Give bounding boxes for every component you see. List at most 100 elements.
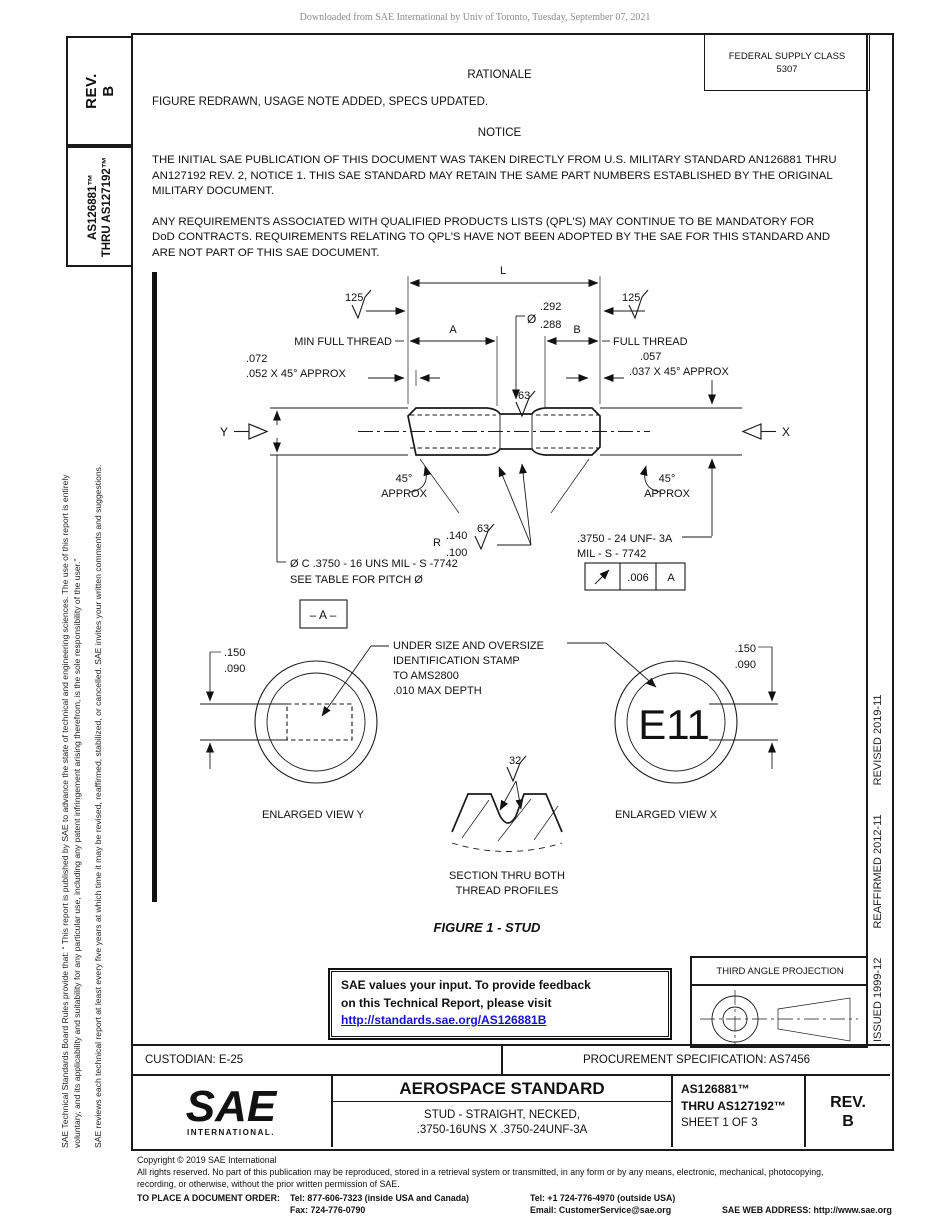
view-y-caption: ENLARGED VIEW Y	[262, 809, 365, 821]
legal-paragraph-2: SAE reviews each technical report at lea…	[93, 288, 105, 1148]
doc-box-text: AS126881™ THRU AS127192™	[86, 156, 114, 257]
order-label: TO PLACE A DOCUMENT ORDER:	[137, 1193, 280, 1203]
angle-45-left: 45°	[396, 473, 413, 485]
view-x-arrowhead	[741, 423, 762, 440]
rev-label: REV.	[82, 73, 100, 109]
stamp-note-line1: UNDER SIZE AND OVERSIZE	[393, 640, 544, 652]
angle-45-right-approx: APPROX	[644, 488, 691, 500]
revision-change-bar	[152, 272, 157, 902]
neck-dia-lower: .288	[540, 319, 561, 331]
top-dimensions: L 125 125 Ø .292 .288 A B MIN FULL THREA…	[246, 265, 729, 538]
finish-125-left: 125	[345, 292, 363, 304]
finish-32: 32	[509, 755, 521, 767]
page-border	[131, 33, 894, 1151]
view-direction-arrows: Y X	[220, 423, 790, 440]
title-cell: AEROSPACE STANDARD STUD - STRAIGHT, NECK…	[331, 1076, 673, 1147]
thread-left-callout-1: Ø C .3750 - 16 UNS MIL - S -7742	[290, 558, 458, 570]
rev-box-text: REV. B	[83, 73, 117, 109]
document-type-title: AEROSPACE STANDARD	[333, 1076, 671, 1102]
radius-upper: .140	[446, 530, 467, 542]
reaffirmed-date: REAFFIRMED 2012-11	[872, 814, 884, 929]
sae-logo: SAE INTERNATIONAL.	[131, 1076, 331, 1147]
issued-date: ISSUED 1999-12	[872, 957, 884, 1042]
notice-paragraph-1: THE INITIAL SAE PUBLICATION OF THIS DOCU…	[152, 154, 837, 197]
download-watermark: Downloaded from SAE International by Uni…	[299, 12, 651, 23]
axis-y-label: Y	[220, 425, 228, 439]
dim-a-label: A	[449, 324, 457, 336]
legal-paragraph-1: SAE Technical Standards Board Rules prov…	[60, 288, 83, 1148]
finish-125-right: 125	[622, 292, 640, 304]
fcf-datum-ref: A	[667, 572, 675, 584]
third-angle-projection-icon	[700, 990, 858, 1045]
custodian-cell: CUSTODIAN: E-25	[131, 1046, 503, 1074]
fcf-tolerance: .006	[627, 572, 648, 584]
finish-63-top: 63	[518, 390, 530, 402]
radius-letter: R	[433, 537, 441, 549]
stamp-dim-upper-x: .150	[735, 643, 756, 655]
feature-control-frame: .006 A	[584, 562, 686, 591]
notice-title: NOTICE	[477, 127, 522, 139]
doc-number-line2: THRU AS127192™	[681, 1099, 786, 1113]
radius-lower: .100	[446, 547, 467, 559]
feedback-link[interactable]: http://standards.sae.org/AS126881B	[341, 1013, 547, 1027]
document-number-cell: AS126881™ THRU AS127192™ SHEET 1 OF 3	[673, 1076, 806, 1147]
thread-right-callout-1: .3750 - 24 UNF- 3A	[577, 533, 673, 545]
custodian-row: CUSTODIAN: E-25 PROCUREMENT SPECIFICATIO…	[131, 1044, 890, 1076]
part-subtitle-2: .3750-16UNS X .3750-24UNF-3A	[416, 1124, 588, 1136]
datum-a-flag: – A –	[310, 608, 337, 622]
angle-45-left-approx: APPROX	[381, 488, 428, 500]
order-email: Email: CustomerService@sae.org	[530, 1205, 672, 1215]
runout-symbol-icon	[594, 569, 610, 585]
feedback-box: SAE values your input. To provide feedba…	[328, 968, 672, 1040]
doc-number-2: THRU AS127192™	[100, 156, 113, 257]
fsc-label: FEDERAL SUPPLY CLASS	[728, 50, 846, 62]
section-caption-line1: SECTION THRU BOTH	[449, 870, 565, 882]
stamp-dim-lower-y: .090	[224, 663, 245, 675]
length-dim-label: L	[500, 265, 506, 277]
rev-cell: REV. B	[806, 1076, 890, 1147]
enlarged-view-x: E11 .150 .090 ENLARGED VIEW X	[567, 642, 778, 821]
sae-logo-icon: SAE INTERNATIONAL.	[186, 1082, 278, 1137]
notice-body: THE INITIAL SAE PUBLICATION OF THIS DOCU…	[152, 153, 840, 276]
third-angle-projection-box: THIRD ANGLE PROJECTION	[690, 956, 868, 1048]
federal-supply-class-box: FEDERAL SUPPLY CLASS 5307	[704, 35, 870, 91]
chamfer-right-upper: .057	[640, 351, 661, 363]
sae-web-address: SAE WEB ADDRESS: http://www.sae.org	[722, 1205, 892, 1215]
rights-line1: All rights reserved. No part of this pub…	[137, 1167, 824, 1177]
rev-cell-label: REV.	[830, 1093, 866, 1111]
order-fax: Fax: 724-776-0790	[290, 1205, 366, 1215]
figure-caption: FIGURE 1 - STUD	[434, 920, 542, 935]
part-subtitle-1: STUD - STRAIGHT, NECKED,	[424, 1109, 580, 1121]
copyright-line: Copyright © 2019 SAE International	[137, 1155, 277, 1165]
revised-date: REVISED 2019-11	[872, 694, 884, 786]
thread-right-callout-2: MIL - S - 7742	[577, 548, 646, 560]
rev-value: B	[99, 85, 117, 97]
notice-paragraph-2: ANY REQUIREMENTS ASSOCIATED WITH QUALIFI…	[152, 215, 831, 259]
stamp-note-line4: .010 MAX DEPTH	[393, 685, 482, 697]
legal-p1-line2: voluntary, and its applicability and sui…	[71, 558, 82, 1148]
stamp-dim-lower-x: .090	[735, 659, 756, 671]
document-number-box: AS126881™ THRU AS127192™	[66, 146, 133, 267]
stamp-dim-upper-y: .150	[224, 647, 245, 659]
stamp-note-line2: IDENTIFICATION STAMP	[393, 655, 520, 667]
feedback-box-inner: SAE values your input. To provide feedba…	[331, 971, 669, 1037]
finish-63-radius: 63	[477, 523, 489, 535]
neck-dia-sign: Ø	[527, 312, 536, 326]
full-thread-label: FULL THREAD	[613, 336, 688, 348]
stamp-area-outline	[286, 703, 353, 741]
chamfer-left-lower: .052 X 45° APPROX	[246, 368, 346, 380]
order-tel-2: Tel: +1 724-776-4970 (outside USA)	[530, 1193, 676, 1203]
bottom-dimensions: Ø C .3750 - 16 UNS MIL - S -7742 SEE TAB…	[273, 410, 691, 629]
thread-section-view: 32 SECTION THRU BOTH THREAD PROFILES	[449, 755, 565, 897]
rationale-text: FIGURE REDRAWN, USAGE NOTE ADDED, SPECS …	[152, 96, 489, 108]
min-full-thread-label: MIN FULL THREAD	[294, 336, 392, 348]
feedback-line1: SAE values your input. To provide feedba…	[341, 978, 591, 992]
identification-stamp-e11: E11	[638, 701, 710, 748]
procurement-cell: PROCUREMENT SPECIFICATION: AS7456	[582, 1054, 811, 1066]
rev-cell-value: B	[842, 1112, 854, 1130]
section-caption-line2: THREAD PROFILES	[456, 885, 559, 897]
view-y-arrowhead	[248, 423, 269, 440]
revision-history-strip: ISSUED 1999-12 REAFFIRMED 2012-11 REVISE…	[872, 572, 884, 1042]
dim-b-label: B	[573, 324, 580, 336]
